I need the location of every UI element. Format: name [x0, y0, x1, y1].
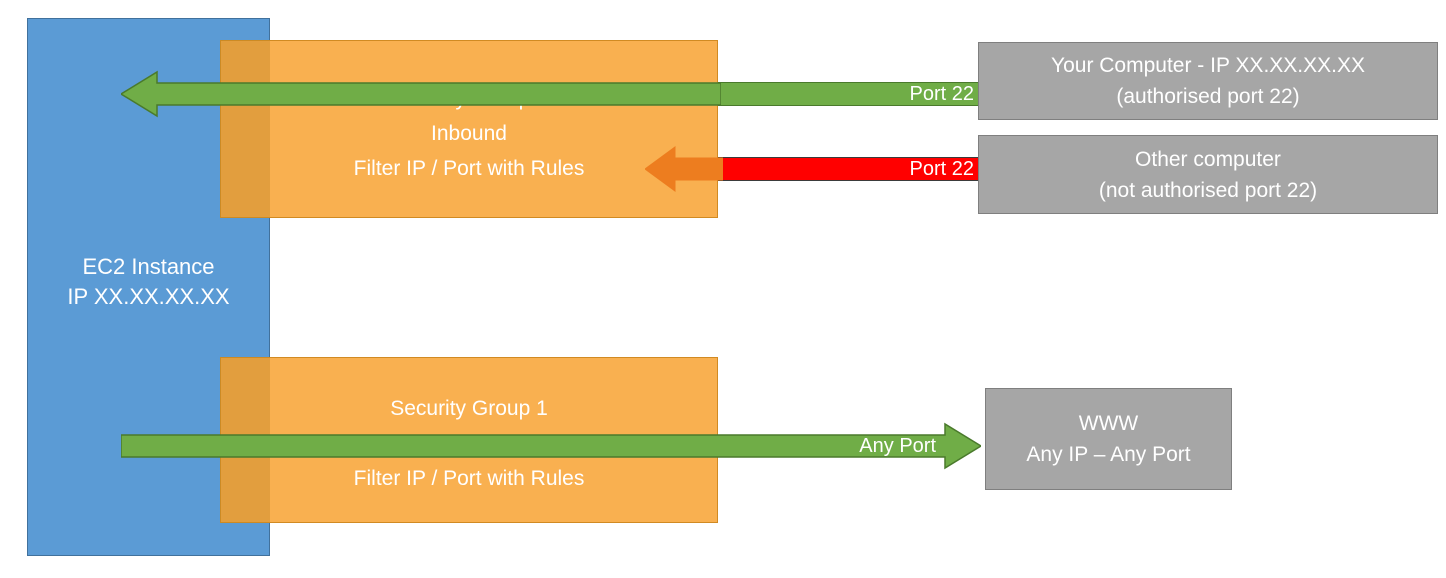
- security-group-inbound-box: Security Group 1 Inbound Filter IP / Por…: [220, 40, 718, 218]
- endpoint-your-computer-box: Your Computer - IP XX.XX.XX.XX (authoris…: [978, 42, 1438, 120]
- allowed-inbound-arrow-icon: [121, 70, 721, 118]
- www-line2: Any IP – Any Port: [1026, 443, 1191, 466]
- sg-inbound-line2: Inbound: [431, 122, 507, 145]
- blocked-inbound-arrow-icon: [645, 146, 723, 192]
- blocked-inbound-bar: [718, 157, 980, 181]
- sg-outbound-line1: Security Group 1: [390, 397, 548, 420]
- allowed-inbound-bar: [718, 82, 980, 106]
- www-line1: WWW: [1078, 412, 1139, 435]
- other-computer-line1: Other computer: [1135, 147, 1281, 171]
- your-computer-line2: (authorised port 22): [1116, 85, 1300, 108]
- other-computer-line2: (not authorised port 22): [1098, 178, 1318, 202]
- endpoint-other-computer-box: Other computer (not authorised port 22): [978, 135, 1438, 214]
- outbound-arrow-icon: [121, 422, 981, 470]
- sg-inbound-line3: Filter IP / Port with Rules: [353, 157, 585, 180]
- overlap-shade-inbound: [220, 40, 270, 218]
- your-computer-line1: Your Computer - IP XX.XX.XX.XX: [1051, 54, 1365, 77]
- endpoint-www-box: WWW Any IP – Any Port: [985, 388, 1232, 490]
